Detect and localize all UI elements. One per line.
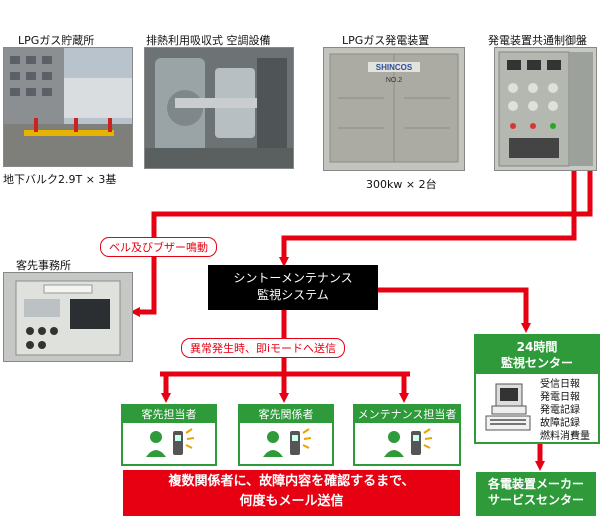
arrow-to-system bbox=[279, 168, 577, 267]
contact-card-client-related: 客先関係者 bbox=[238, 404, 334, 466]
lpg-generator-photo: SHINCOS NO.2 bbox=[323, 47, 465, 171]
contact-card-maintenance: メンテナンス担当者 bbox=[353, 404, 461, 466]
maker-service-center-box: 各電装置メーカー サービスセンター bbox=[476, 472, 596, 516]
record-item: 故障記録 bbox=[540, 418, 580, 429]
contact-title: 客先担当者 bbox=[123, 406, 215, 423]
contact-card-client-rep: 客先担当者 bbox=[121, 404, 217, 466]
absorption-ac-photo bbox=[144, 47, 294, 169]
lpg-storage-photo bbox=[3, 47, 133, 167]
record-item: 燃料消費量 bbox=[540, 431, 590, 442]
computer-icon bbox=[485, 383, 531, 431]
person-phone-icon bbox=[384, 428, 433, 457]
bell-buzzer-label: ベル及びブザー鳴動 bbox=[100, 237, 217, 257]
maker-line1: 各電装置メーカー bbox=[487, 477, 584, 491]
monitoring-center-box: 24時間 監視センター 受信日報 発電日報 発電記録 故障記録 燃料消費量 bbox=[474, 334, 600, 444]
lpg-generator-note: 300kw × 2台 bbox=[366, 178, 437, 191]
photo-caption-absorption-ac: 排熱利用吸収式 空調設備 bbox=[146, 34, 271, 47]
abnormal-send-label: 異常発生時、即iモードへ送信 bbox=[181, 338, 346, 358]
system-line1: シントーメンテナンス bbox=[233, 271, 353, 285]
photo-caption-control-panel: 発電装置共通制御盤 bbox=[488, 34, 587, 47]
record-item: 受信日報 bbox=[540, 379, 580, 390]
record-item: 発電日報 bbox=[540, 392, 580, 403]
system-line2: 監視システム bbox=[257, 288, 329, 302]
center-line1: 24時間 bbox=[516, 340, 558, 354]
person-phone-icon bbox=[263, 428, 312, 457]
generator-unit: NO.2 bbox=[386, 77, 402, 84]
arrow-to-office bbox=[130, 168, 593, 317]
photo-caption-lpg-storage: LPGガス貯蔵所 bbox=[18, 34, 95, 47]
person-phone-icon bbox=[146, 428, 195, 457]
monitoring-system-box: シントーメンテナンス 監視システム bbox=[208, 265, 378, 310]
maker-line2: サービスセンター bbox=[487, 493, 584, 507]
control-panel-photo bbox=[494, 47, 597, 171]
contact-title: メンテナンス担当者 bbox=[355, 406, 459, 423]
center-header: 24時間 監視センター bbox=[476, 336, 598, 374]
photo-caption-lpg-generator: LPGガス発電装置 bbox=[342, 34, 430, 47]
center-records: 受信日報 発電日報 発電記録 故障記録 燃料消費量 bbox=[540, 378, 590, 443]
client-office-photo bbox=[3, 272, 133, 362]
message-line2: 何度もメール送信 bbox=[239, 494, 344, 509]
contact-title: 客先関係者 bbox=[240, 406, 332, 423]
generator-brand: SHINCOS bbox=[376, 63, 413, 72]
message-line1: 複数関係者に、故障内容を確認するまで、 bbox=[168, 474, 415, 489]
multi-mail-message: 複数関係者に、故障内容を確認するまで、 何度もメール送信 bbox=[123, 470, 460, 516]
center-line2: 監視センター bbox=[500, 356, 573, 370]
photo-caption-client-office: 客先事務所 bbox=[16, 259, 71, 272]
lpg-storage-note: 地下バルク2.9T × 3基 bbox=[3, 173, 117, 186]
arrow-to-center bbox=[378, 287, 531, 333]
record-item: 発電記録 bbox=[540, 405, 580, 416]
